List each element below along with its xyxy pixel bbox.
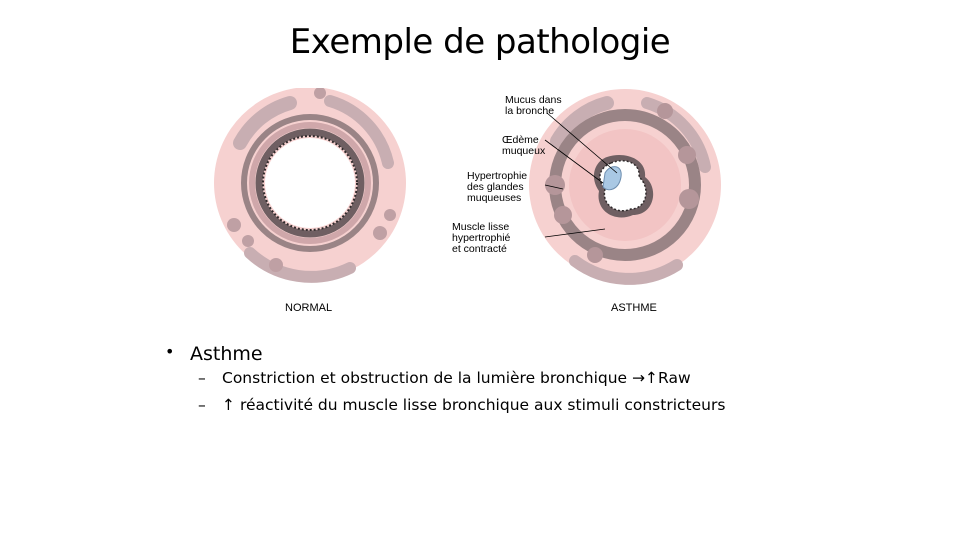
bullet-list: • Asthme – Constriction et obstruction d… [165, 342, 865, 423]
arrow-up-icon: ↑ [645, 369, 659, 387]
sub-bullet-text: réactivité du muscle lisse bronchique au… [239, 396, 726, 414]
sub-bullet-text: Constriction et obstruction de la lumièr… [222, 369, 628, 387]
normal-bronchus [214, 87, 406, 283]
bullet-text: Asthme [190, 343, 263, 365]
bronchus-illustration [214, 87, 721, 285]
arrow-up-icon: ↑ [222, 396, 235, 414]
slide-title: Exemple de pathologie [289, 22, 671, 62]
sub-bullet-reactivity: – ↑ réactivité du muscle lisse bronchiqu… [165, 396, 865, 423]
sub-bullet-dash: – [198, 369, 206, 387]
caption-normal: NORMAL [285, 302, 333, 314]
sub-bullet-dash: – [198, 396, 206, 414]
sub-bullet-constriction: – Constriction et obstruction de la lumi… [165, 369, 865, 396]
bullet-asthma: • Asthme [165, 342, 865, 369]
sub-bullet-suffix: Raw [658, 369, 691, 387]
arrow-right-icon: → [632, 369, 646, 387]
caption-asthma: ASTHME [611, 302, 657, 314]
asthma-bronchus [529, 89, 721, 285]
bullet-dot: • [165, 342, 175, 361]
